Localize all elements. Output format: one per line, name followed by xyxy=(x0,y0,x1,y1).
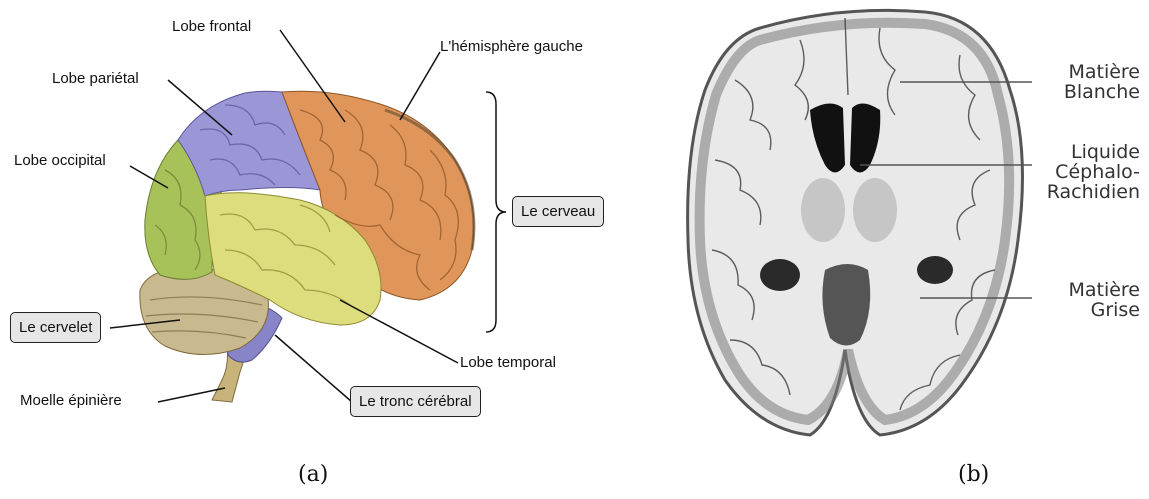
label-matiere-blanche-line2: Blanche xyxy=(1036,82,1140,102)
label-lcr-line1: Liquide xyxy=(1036,142,1140,162)
box-le-tronc-cerebral: Le tronc cérébral xyxy=(350,386,481,417)
label-lobe-temporal: Lobe temporal xyxy=(460,354,556,371)
label-matiere-grise: Matière Grise xyxy=(1036,280,1140,320)
caption-b: (b) xyxy=(958,462,989,487)
label-liquide-cephalo-rachidien: Liquide Céphalo- Rachidien xyxy=(1036,142,1140,202)
brain-lateral-view xyxy=(110,30,506,402)
label-matiere-grise-line1: Matière xyxy=(1036,280,1140,300)
label-lobe-occipital: Lobe occipital xyxy=(14,152,106,169)
label-matiere-grise-line2: Grise xyxy=(1036,300,1140,320)
caption-a: (a) xyxy=(298,462,328,487)
label-moelle-epiniere: Moelle épinière xyxy=(20,392,122,409)
label-lobe-frontal: Lobe frontal xyxy=(172,18,251,35)
box-le-cerveau: Le cerveau xyxy=(512,196,604,227)
label-lcr-line3: Rachidien xyxy=(1036,182,1140,202)
label-hemisphere-gauche: L'hémisphère gauche xyxy=(440,38,583,55)
label-lobe-parietal: Lobe pariétal xyxy=(52,70,139,87)
brain-axial-section xyxy=(688,10,1032,435)
box-le-cervelet: Le cervelet xyxy=(10,312,101,343)
label-lcr-line2: Céphalo- xyxy=(1036,162,1140,182)
label-matiere-blanche: Matière Blanche xyxy=(1036,62,1140,102)
label-matiere-blanche-line1: Matière xyxy=(1036,62,1140,82)
